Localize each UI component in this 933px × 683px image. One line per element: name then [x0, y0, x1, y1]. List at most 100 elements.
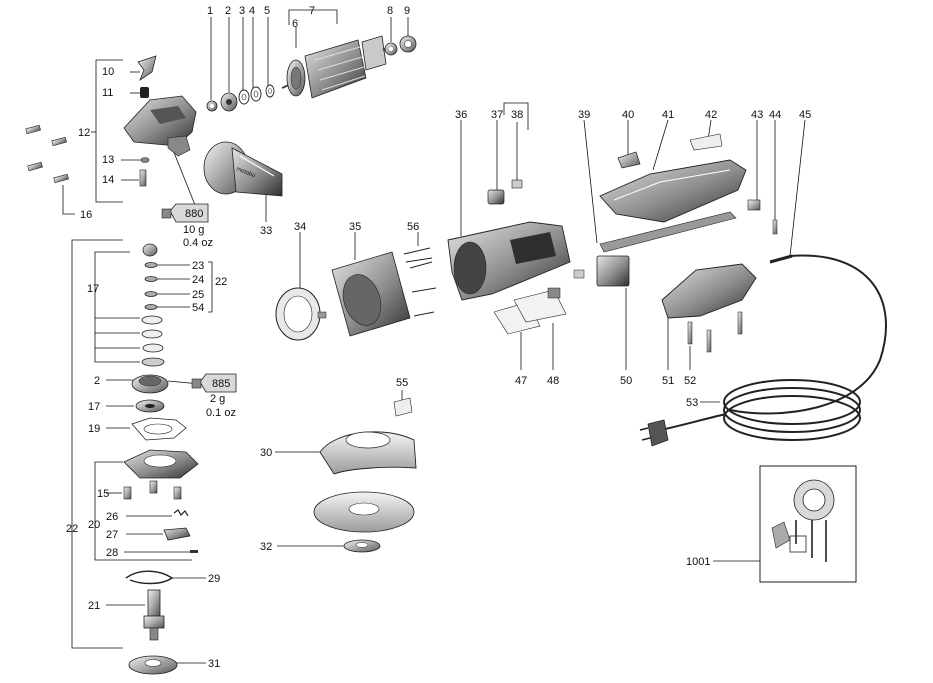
part-38-carbon-brush: [511, 179, 523, 189]
label-20: 20: [88, 519, 100, 531]
part-29-spring-clip: [125, 570, 174, 585]
label-34: 34: [294, 221, 306, 233]
part-51-handle-shell: [661, 263, 757, 319]
label-26: 26: [106, 511, 118, 523]
part-56-wires: [403, 247, 433, 263]
label-5: 5: [264, 5, 270, 17]
grease-small-ounces: 0.1 oz: [206, 407, 236, 419]
grinding-wheel: [313, 491, 415, 533]
label-41: 41: [662, 109, 674, 121]
part-5-washer: [265, 84, 275, 98]
part-10-spindle-lock: [137, 55, 157, 82]
part-26-spring: [173, 509, 189, 517]
part-2-gear: [220, 92, 238, 112]
label-25: 25: [192, 289, 204, 301]
grease-large-ounces: 0.4 oz: [183, 237, 213, 249]
part-14-pin: [139, 169, 147, 187]
part-11-spring: [140, 87, 149, 98]
part-8-bearing: [384, 42, 398, 56]
part-31-clamping-nut: [128, 655, 178, 675]
part-52-screws: [687, 311, 743, 353]
part-13-washer: [140, 157, 150, 163]
part-9-bearing: [399, 35, 417, 53]
label-48: 48: [547, 375, 559, 387]
grease-small-weight: 2 g: [210, 393, 225, 405]
label-15: 15: [97, 488, 109, 500]
label-53: 53: [686, 397, 698, 409]
label-6: 6: [292, 18, 298, 30]
label-11: 11: [102, 87, 113, 99]
label-24: 24: [192, 274, 204, 286]
label-17-bottom: 17: [88, 401, 100, 413]
label-37: 37: [491, 109, 503, 121]
grease-tube-large: 880 10 g 0.4 oz: [161, 203, 213, 249]
part-45-53-power-cord: [659, 254, 887, 441]
label-32: 32: [260, 541, 272, 553]
label-1: 1: [207, 5, 213, 17]
label-17-top: 17: [87, 283, 99, 295]
grease-large-code: 880: [185, 208, 203, 220]
grease-small-code: 885: [212, 378, 230, 390]
part-55-label: [393, 397, 413, 417]
label-1001: 1001: [686, 556, 710, 568]
part-1-nut: [206, 100, 218, 112]
part-33-side-handle: metabo: [203, 141, 283, 197]
label-47: 47: [515, 375, 527, 387]
label-8: 8: [387, 5, 393, 17]
leader-lines: [62, 9, 806, 664]
part-35-stator: [331, 251, 437, 337]
label-14: 14: [102, 174, 114, 186]
part-labels: 1 2 3 4 5 6 7 8 9 10 11 12 13 14 16 33 1…: [66, 5, 811, 670]
part-3-washer: [238, 89, 250, 105]
label-21: 21: [88, 600, 100, 612]
label-42: 42: [705, 109, 717, 121]
label-45: 45: [799, 109, 811, 121]
label-33: 33: [260, 225, 272, 237]
label-3: 3: [239, 5, 245, 17]
part-30-wheel-guard: [319, 431, 417, 475]
label-38: 38: [511, 109, 523, 121]
label-36: 36: [455, 109, 467, 121]
label-55: 55: [396, 377, 408, 389]
label-23: 23: [192, 260, 204, 272]
label-51: 51: [662, 375, 674, 387]
part-50-switch: [547, 255, 630, 299]
label-27: 27: [106, 529, 118, 541]
grease-large-weight: 10 g: [183, 224, 204, 236]
part-28-pin: [190, 550, 198, 553]
part-42-label: [689, 133, 723, 151]
part-15-screws: [123, 480, 182, 500]
part-44-screw: [772, 219, 778, 235]
power-plug: [639, 419, 669, 447]
part-41-handle-shell: [599, 159, 747, 223]
part-37-brush-holder: [487, 189, 505, 205]
label-4: 4: [249, 5, 255, 17]
part-47-48-insulation: [493, 289, 567, 335]
label-40: 40: [622, 109, 634, 121]
part-32-flange: [343, 539, 381, 553]
part-17-bearing: [135, 399, 165, 413]
part-27-lever: [163, 527, 191, 541]
label-31: 31: [208, 658, 220, 670]
label-16: 16: [80, 209, 92, 221]
part-36-motor-housing: [447, 221, 571, 301]
part-16-screws: [25, 124, 69, 184]
grease-tube-small: 885 2 g 0.1 oz: [191, 373, 237, 419]
part-34-fan-baffle: [275, 287, 327, 341]
part-21-spindle: [143, 589, 165, 641]
spindle-stack: [141, 243, 165, 367]
label-13: 13: [102, 154, 114, 166]
label-30: 30: [260, 447, 272, 459]
inset-1001: [759, 465, 857, 583]
part-40-button: [617, 151, 641, 169]
part-4-washer: [250, 86, 262, 102]
label-43: 43: [751, 109, 763, 121]
label-12: 12: [78, 127, 90, 139]
label-7: 7: [309, 5, 315, 17]
part-12-gear-housing: [123, 95, 197, 157]
label-29: 29: [208, 573, 220, 585]
part-6-7-armature: [281, 35, 397, 99]
label-56: 56: [407, 221, 419, 233]
label-10: 10: [102, 66, 114, 78]
